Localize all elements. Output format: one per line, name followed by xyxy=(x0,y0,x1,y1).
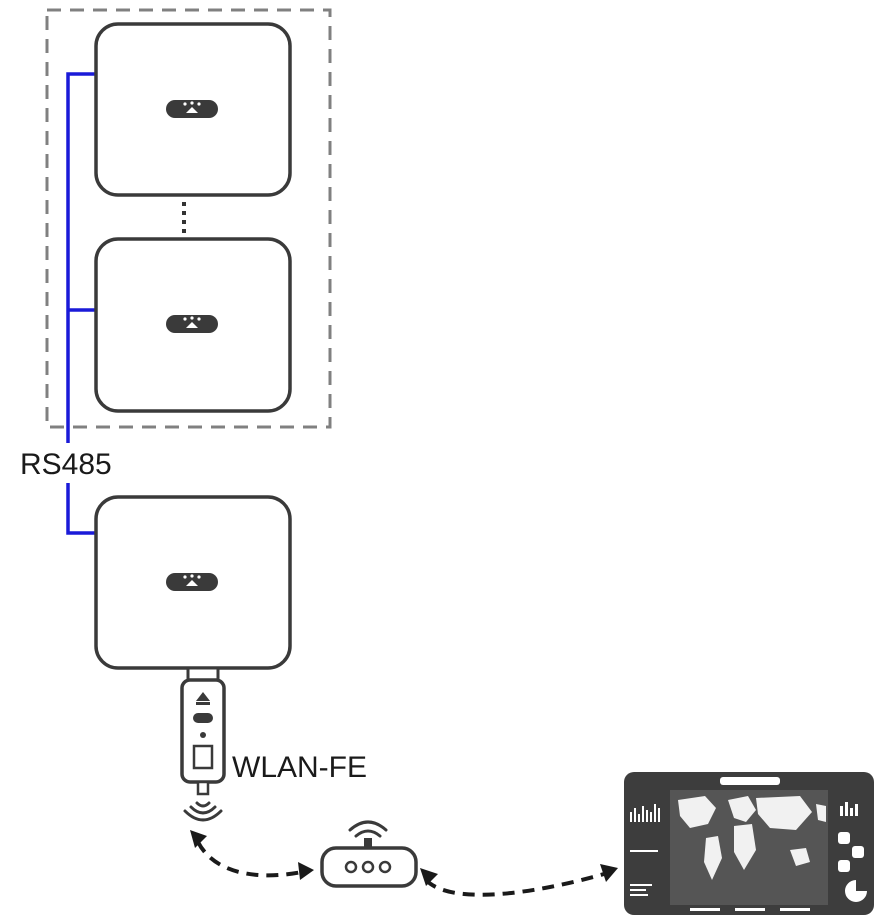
wireless-link-1 xyxy=(190,830,314,880)
management-display-icon xyxy=(624,772,874,915)
huawei-logo-icon xyxy=(166,100,218,118)
huawei-logo-icon xyxy=(196,692,210,705)
wlan-fe-label: WLAN-FE xyxy=(232,751,367,784)
more-inverters-dots xyxy=(182,202,186,233)
inverter-master xyxy=(94,495,292,670)
inverter-2 xyxy=(94,237,292,413)
wlan-fe-dongle xyxy=(180,666,226,796)
rs485-bus xyxy=(66,72,96,535)
rs485-label: RS485 xyxy=(20,448,112,481)
inverter-1 xyxy=(94,22,292,197)
wireless-link-2 xyxy=(420,864,618,897)
router-icon xyxy=(320,820,418,888)
huawei-logo-icon xyxy=(166,315,218,333)
wifi-signal-icon xyxy=(183,801,223,822)
huawei-logo-icon xyxy=(166,573,218,591)
inverter-group-border xyxy=(45,8,332,429)
